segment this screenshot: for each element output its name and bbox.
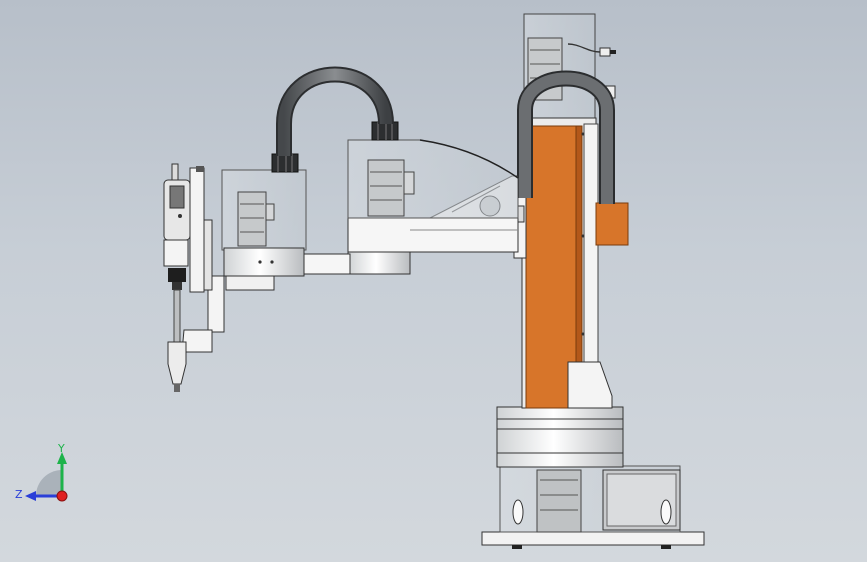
- arm-link-1: [347, 121, 519, 275]
- x-axis-dot: [56, 490, 68, 502]
- z-axis-label: Z: [15, 488, 23, 501]
- robot-base: [481, 406, 705, 549]
- end-effector: [163, 163, 225, 392]
- y-axis-label: Y: [57, 442, 65, 455]
- axis-triad[interactable]: Y Z: [15, 442, 68, 502]
- vertical-column: [513, 13, 629, 409]
- arm-link-2: [221, 153, 351, 291]
